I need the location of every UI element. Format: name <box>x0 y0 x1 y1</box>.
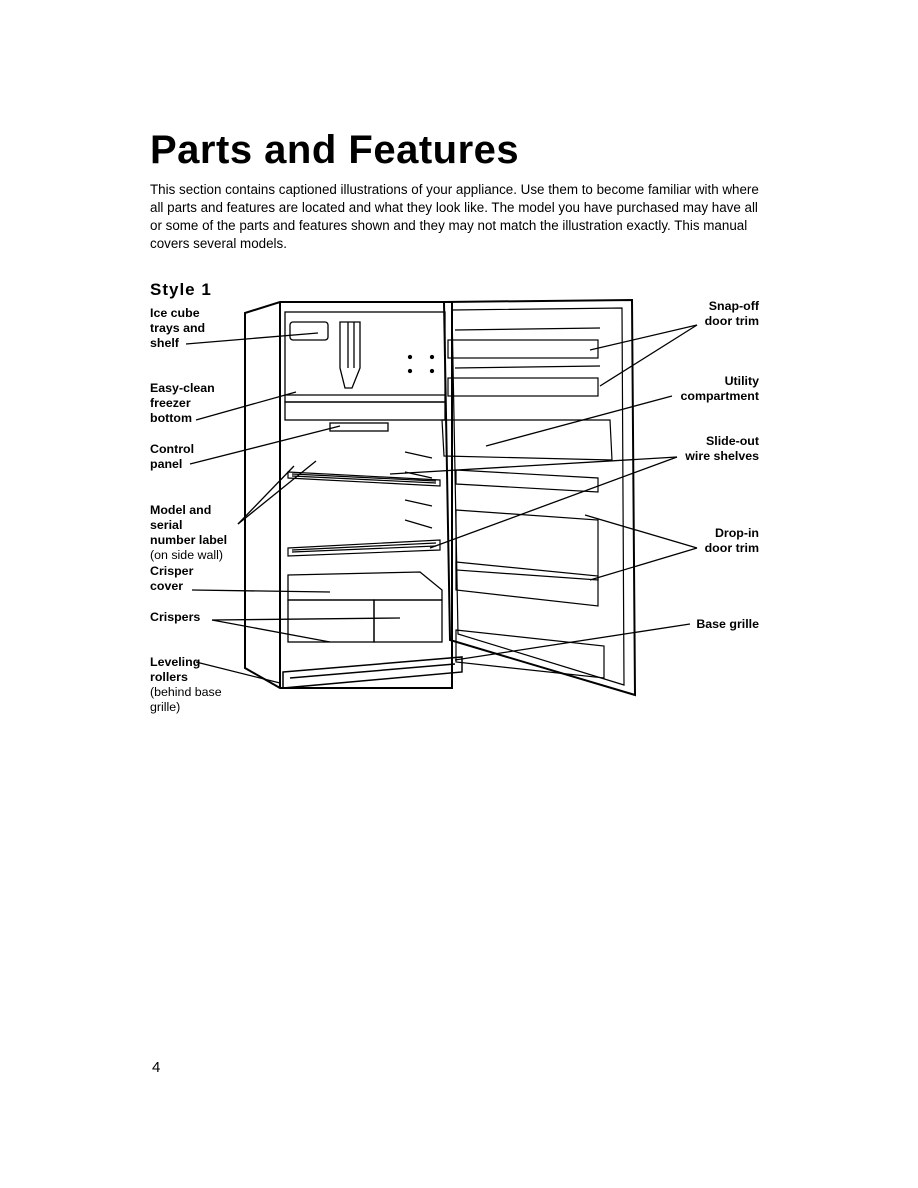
label-crisper-cover: Crisper cover <box>150 564 194 593</box>
label-base-grille: Base grille <box>696 617 759 631</box>
door-bins <box>441 419 613 679</box>
label-model-serial-text: Model and serial number label <box>150 503 228 547</box>
label-slide-out-wire-shelves: Slide-out wire shelves <box>685 434 759 463</box>
label-model-serial-note: (on side wall) <box>150 548 223 562</box>
label-ice-cube-trays: Ice cube trays and shelf <box>150 306 206 350</box>
intro-paragraph: This section contains captioned illustra… <box>150 182 759 251</box>
label-snap-off-door-trim: Snap-off door trim <box>704 299 759 328</box>
page-number: 4 <box>152 1059 161 1076</box>
divider <box>284 401 446 432</box>
page-title: Parts and Features <box>150 128 520 172</box>
crispers <box>287 571 443 643</box>
label-model-serial: Model and serial number label (on side w… <box>150 488 227 578</box>
label-leveling-note: (behind base grille) <box>150 685 222 714</box>
label-utility-compartment: Utility compartment <box>680 374 760 403</box>
label-crispers: Crispers <box>150 610 201 624</box>
door <box>442 298 637 697</box>
label-leveling-text: Leveling rollers <box>150 655 201 684</box>
freezer-compartment <box>284 311 446 403</box>
style-heading: Style 1 <box>150 280 212 299</box>
base-grille <box>282 656 463 689</box>
wire-shelves <box>287 451 441 557</box>
label-leveling-rollers: Leveling rollers (behind base grille) <box>150 640 222 730</box>
label-drop-in-door-trim: Drop-in door trim <box>704 526 759 555</box>
label-easy-clean-freezer-bottom: Easy-clean freezer bottom <box>150 381 215 425</box>
leader-lines <box>185 324 698 684</box>
cabinet <box>244 301 453 689</box>
label-control-panel: Control panel <box>150 442 195 471</box>
door-freezer-shelves <box>447 327 601 397</box>
